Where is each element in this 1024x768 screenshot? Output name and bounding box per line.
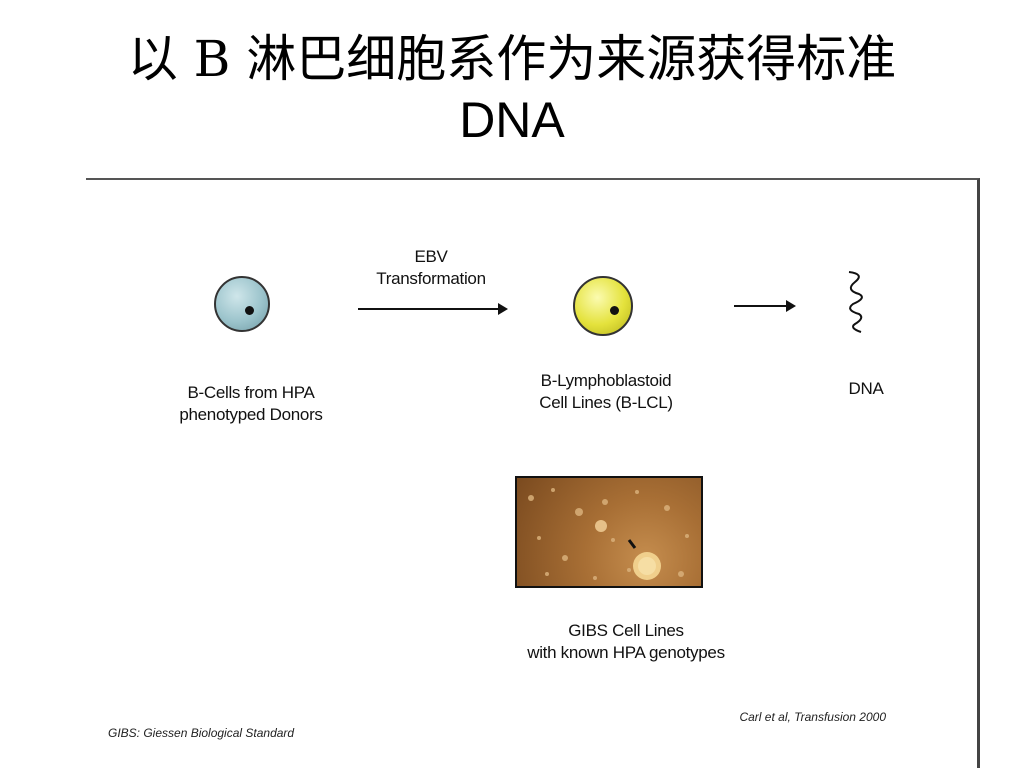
ebv-transformation-label: EBV Transformation (376, 247, 486, 288)
b-cell-nucleus (245, 306, 254, 315)
citation-note: Carl et al, Transfusion 2000 (739, 710, 886, 724)
slide-title: 以 B 淋巴细胞系作为来源获得标准 DNA (0, 28, 1024, 150)
dna-arrow-icon (734, 300, 796, 312)
title-line-2: DNA (459, 92, 565, 148)
gibs-cell-lines-label: GIBS Cell Lines with known HPA genotypes (527, 621, 725, 662)
blcl-cell-nucleus (610, 306, 619, 315)
title-line-1: 以 B 淋巴细胞系作为来源获得标准 (127, 30, 897, 88)
diagram-figure: EBV Transformation B-Cells from HPA phen… (86, 178, 980, 768)
dna-squiggle-icon (848, 271, 863, 333)
micrograph-image (528, 488, 689, 580)
dna-label: DNA (848, 379, 884, 398)
gibs-definition-note: GIBS: Giessen Biological Standard (108, 726, 295, 740)
blcl-label: B-Lymphoblastoid Cell Lines (B-LCL) (539, 371, 673, 412)
blcl-cell-icon (573, 276, 633, 336)
cell-line-micrograph (515, 476, 703, 588)
b-cells-label: B-Cells from HPA phenotyped Donors (179, 383, 323, 424)
ebv-arrow-icon (358, 303, 508, 315)
b-cell-icon (214, 276, 270, 332)
